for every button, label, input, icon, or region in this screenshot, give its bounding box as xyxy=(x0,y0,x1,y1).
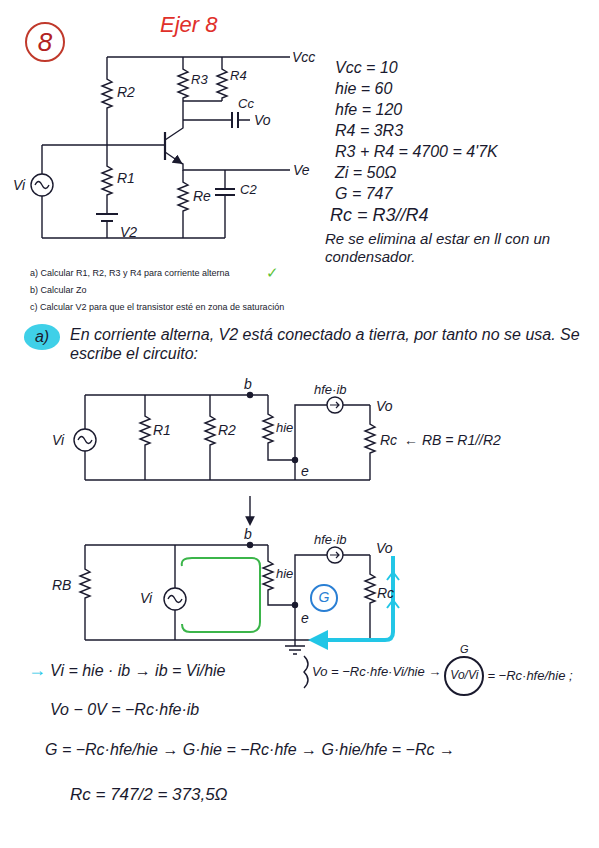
handwritten-label: R4 xyxy=(230,68,247,84)
handwritten-label: G xyxy=(460,643,469,656)
handwritten-label: Re xyxy=(193,188,211,205)
handwritten-label: R1 xyxy=(117,170,135,187)
handwritten-label: e xyxy=(301,463,309,480)
question-text: ✓ xyxy=(266,264,279,282)
circuit-1 xyxy=(31,57,290,238)
handwritten-label: = −Rc·hfe/hie ; xyxy=(487,668,572,684)
handwritten-label: RB xyxy=(52,577,71,594)
handwritten-label: Vi xyxy=(140,590,152,607)
handwritten-label: Vcc = 10 xyxy=(335,58,398,77)
handwritten-label: Rc xyxy=(377,585,394,602)
handwritten-label: hfe = 120 xyxy=(335,100,402,119)
handwritten-label: Vo − 0V = −Rc·hfe·ib xyxy=(50,700,199,719)
handwritten-label: b xyxy=(244,526,252,543)
handwritten-label: Vi xyxy=(52,432,64,449)
handwritten-label: Vo xyxy=(376,398,393,415)
handwritten-label: R1 xyxy=(153,422,171,439)
handwritten-label: Vi = hie · ib → ib = Vi/hie xyxy=(50,661,226,680)
circled-mark: G xyxy=(310,584,337,611)
handwritten-label: hie = 60 xyxy=(335,79,392,98)
circled-mark: 8 xyxy=(25,22,66,63)
circled-mark: Vo/Vi xyxy=(444,656,484,696)
note-text: En corriente alterna, V2 está conectado … xyxy=(70,325,585,363)
handwritten-label: R3 xyxy=(191,72,208,88)
handwritten-label: Rc = R3//R4 xyxy=(330,205,429,227)
handwritten-label: R2 xyxy=(218,422,236,439)
handwritten-label: Vo = −Rc·hfe·Vi/hie → xyxy=(312,664,441,680)
handwritten-label: Zi = 50Ω xyxy=(335,163,397,182)
handwritten-label: hfe·ib xyxy=(314,382,347,398)
handwritten-label: R3 + R4 = 4700 = 4'7K xyxy=(335,142,498,161)
handwritten-label: Rc = 747/2 = 373,5Ω xyxy=(70,785,228,805)
handwritten-label: Vo xyxy=(376,540,393,557)
handwritten-label: G = 747 xyxy=(335,184,392,203)
handwritten-label: V2 xyxy=(120,224,137,241)
handwritten-label: Ve xyxy=(293,162,310,179)
handwritten-label: Vo xyxy=(254,112,271,129)
handwritten-label: b xyxy=(244,376,252,393)
handwritten-label: → xyxy=(28,660,46,682)
handwritten-label: e xyxy=(301,610,309,627)
node-text: 8 xyxy=(38,28,52,57)
node-text: Vo/Vi xyxy=(450,669,478,682)
handwritten-label: hfe·ib xyxy=(314,532,347,548)
handwritten-label: Vi xyxy=(13,177,25,194)
note-text: Re se elimina al estar en ll con un cond… xyxy=(325,230,593,266)
node-text: a) xyxy=(35,328,49,346)
handwritten-label: Cc xyxy=(238,96,254,112)
handwritten-label: hie xyxy=(276,566,293,582)
question-text: a) Calcular R1, R2, R3 y R4 para corrien… xyxy=(30,268,230,279)
handwritten-label: R4 = 3R3 xyxy=(335,121,403,140)
handwritten-label: G = −Rc·hfe/hie → G·hie = −Rc·hfe → G·hi… xyxy=(45,740,455,759)
handwritten-label: Vcc xyxy=(292,49,315,66)
node-text: G xyxy=(319,590,330,605)
handwritten-label: ← RB = R1//R2 xyxy=(404,432,501,449)
handwritten-label: hie xyxy=(276,420,293,436)
question-text: b) Calcular Zo xyxy=(30,285,87,296)
exercise-title: Ejer 8 xyxy=(160,12,217,38)
circuit-2 xyxy=(74,393,375,525)
handwritten-label: C2 xyxy=(240,182,257,198)
handwritten-label: Rc xyxy=(380,432,397,449)
highlight-blob: a) xyxy=(24,324,60,350)
handwritten-label: R2 xyxy=(117,84,135,101)
question-text: c) Calcular V2 para que el transistor es… xyxy=(30,302,284,313)
